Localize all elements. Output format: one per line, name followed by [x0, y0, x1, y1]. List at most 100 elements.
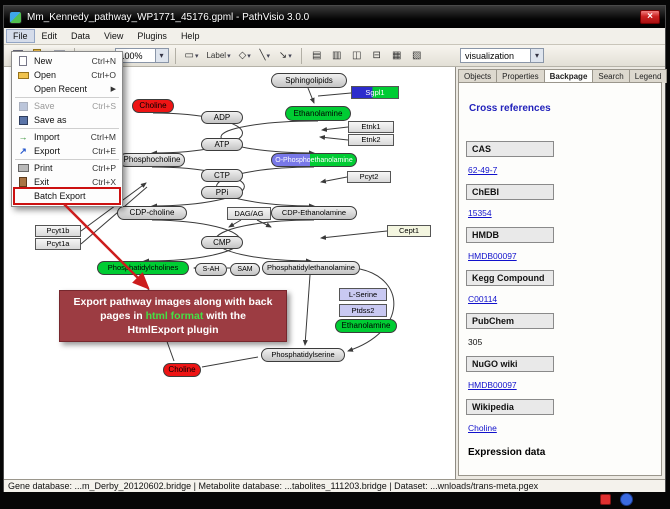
node-pcyt1b[interactable]: Pcyt1b	[35, 225, 81, 237]
node-cept1[interactable]: Cept1	[387, 225, 431, 237]
node-o-phosphoethanolamine[interactable]: O-Phosphoethanolamine	[271, 153, 357, 167]
chevron-down-icon[interactable]: ▾	[530, 49, 543, 62]
menu-item-save-as[interactable]: Save as	[12, 113, 122, 127]
app-window: Mm_Kennedy_pathway_WP1771_45176.gpml - P…	[3, 5, 668, 492]
node-etnk1[interactable]: Etnk1	[348, 121, 394, 133]
node-phosphatidylethanolamine[interactable]: Phosphatidylethanolamine	[262, 261, 360, 275]
zoom-value: 100%	[119, 50, 143, 61]
node-dag[interactable]: DAG/AG	[227, 207, 271, 220]
visualization-combobox[interactable]: visualization ▾	[460, 48, 544, 63]
menu-item-export[interactable]: ↗ Export Ctrl+E	[19, 145, 116, 157]
node-cdp-ethanolamine[interactable]: CDP-Ethanolamine	[271, 206, 357, 220]
node-etnk2[interactable]: Etnk2	[348, 134, 394, 146]
menu-plugins[interactable]: Plugins	[137, 31, 167, 41]
menu-bar: File Edit Data View Plugins Help	[4, 28, 665, 45]
align-vertical-button[interactable]: ▥	[328, 47, 346, 65]
toolbar: Zoom: 100% ▾ ▭▾ Label▾ ◇▾ ╲▾ ↘▾ ▤ ▥ ◫ ⊟ …	[4, 45, 665, 67]
menu-item-open[interactable]: Open Ctrl+O	[12, 68, 122, 82]
align-vertical-icon: ▥	[331, 50, 342, 61]
tab-properties[interactable]: Properties	[496, 69, 545, 83]
node-sah[interactable]: S-AH	[195, 263, 227, 276]
node-choline-top[interactable]: Choline	[132, 99, 174, 113]
chevron-down-icon: ▾	[194, 52, 199, 60]
stack-vertical-button[interactable]: ▦	[388, 47, 406, 65]
annotation-highlight: html format	[145, 310, 204, 322]
visualization-value: visualization	[465, 50, 515, 61]
export-icon: ↗	[19, 145, 27, 156]
annotation-line1: Export pathway images along with back	[73, 296, 273, 308]
node-sam[interactable]: SAM	[230, 263, 260, 276]
db-header-pubchem: PubChem	[466, 313, 554, 329]
menu-item-print[interactable]: Print Ctrl+P	[12, 161, 122, 175]
chevron-down-icon: ▾	[247, 52, 251, 60]
xref-link-kegg[interactable]: C00114	[468, 294, 498, 304]
menu-item-batch-export[interactable]: Batch Export	[12, 187, 122, 205]
batch-export-highlight-box	[13, 187, 121, 205]
node-ethanolamine-right[interactable]: Ethanolamine	[335, 319, 397, 333]
tab-objects[interactable]: Objects	[458, 69, 498, 83]
node-phosphatidylcholines[interactable]: Phosphatidylcholines	[97, 261, 189, 275]
align-horizontal-button[interactable]: ▤	[308, 47, 326, 65]
menu-item-import[interactable]: → Import Ctrl+M	[18, 132, 117, 142]
node-phosphatidylserine[interactable]: Phosphatidylserine	[261, 348, 345, 362]
tab-search[interactable]: Search	[592, 69, 630, 83]
menu-help[interactable]: Help	[180, 31, 200, 41]
close-button[interactable]: ×	[640, 10, 660, 24]
node-ctp[interactable]: CTP	[201, 169, 243, 182]
xref-link-chebi[interactable]: 15354	[468, 208, 492, 218]
menu-file[interactable]: File	[6, 29, 35, 43]
db-header-nugo: NuGO wiki	[466, 356, 554, 372]
shape-tool-button[interactable]: ◇▾	[236, 47, 254, 65]
taskbar-red-icon[interactable]	[600, 494, 611, 505]
label-tool-text: Label	[206, 51, 227, 60]
chevron-down-icon: ▾	[266, 52, 271, 60]
chevron-down-icon[interactable]: ▾	[154, 49, 168, 62]
menu-view[interactable]: View	[104, 31, 124, 41]
menu-data[interactable]: Data	[71, 31, 91, 41]
align-center-icon: ◫	[351, 50, 362, 61]
line-icon: ╲	[259, 50, 266, 61]
menu-item-exit[interactable]: Exit Ctrl+X	[12, 175, 122, 189]
chevron-down-icon: ▾	[227, 52, 231, 60]
xref-link-wikipedia[interactable]: Choline	[468, 423, 497, 433]
xref-link-nugo[interactable]: HMDB00097	[468, 380, 517, 390]
status-text: Gene database: ...m_Derby_20120602.bridg…	[8, 481, 539, 491]
node-choline-bottom-selected[interactable]: Choline	[163, 363, 201, 377]
datanode-tool-button[interactable]: ▭▾	[182, 47, 202, 65]
tab-backpage[interactable]: Backpage	[543, 69, 594, 83]
zoom-combobox[interactable]: 100% ▾	[114, 48, 169, 63]
stack-horizontal-button[interactable]: ▧	[408, 47, 426, 65]
align-distribute-button[interactable]: ⊟	[368, 47, 386, 65]
annotation-line3: HtmlExport plugin	[127, 324, 219, 336]
node-cdp-choline[interactable]: CDP-choline	[117, 206, 187, 220]
node-pcyt1a[interactable]: Pcyt1a	[35, 238, 81, 250]
node-pcyt2[interactable]: Pcyt2	[347, 171, 391, 183]
node-ppi[interactable]: PPi	[201, 186, 243, 199]
open-folder-icon	[17, 71, 29, 79]
align-center-button[interactable]: ◫	[348, 47, 366, 65]
node-l-serine[interactable]: L-Serine	[339, 288, 387, 301]
node-adp[interactable]: ADP	[201, 111, 243, 124]
connector-icon: ↘	[278, 50, 288, 61]
toolbar-separator	[174, 47, 176, 64]
db-header-hmdb: HMDB	[466, 227, 554, 243]
tab-legend[interactable]: Legend	[628, 69, 668, 83]
node-sphingolipids[interactable]: Sphingolipids	[271, 73, 347, 88]
annotation-line2: pages in html format with the	[100, 310, 246, 322]
node-phosphocholine[interactable]: Phosphocholine	[119, 153, 185, 167]
node-ptdss2[interactable]: Ptdss2	[339, 304, 387, 317]
line-tool-button[interactable]: ╲▾	[256, 47, 274, 65]
menu-item-open-recent[interactable]: Open Recent ▶	[34, 84, 116, 94]
taskbar-blue-icon[interactable]	[620, 493, 633, 506]
node-atp[interactable]: ATP	[201, 138, 243, 151]
menu-edit[interactable]: Edit	[41, 31, 58, 41]
menu-item-new[interactable]: New Ctrl+N	[12, 54, 122, 68]
node-ethanolamine-top[interactable]: Ethanolamine	[285, 106, 351, 121]
menu-item-save[interactable]: Save Ctrl+S	[12, 99, 122, 113]
node-cmp[interactable]: CMP	[201, 236, 243, 249]
node-sgpl1[interactable]: Sgpl1	[351, 86, 399, 99]
xref-link-hmdb[interactable]: HMDB00097	[468, 251, 517, 261]
label-tool-button[interactable]: Label▾	[203, 47, 233, 65]
connector-tool-button[interactable]: ↘▾	[276, 47, 295, 65]
xref-link-cas[interactable]: 62-49-7	[468, 165, 498, 175]
